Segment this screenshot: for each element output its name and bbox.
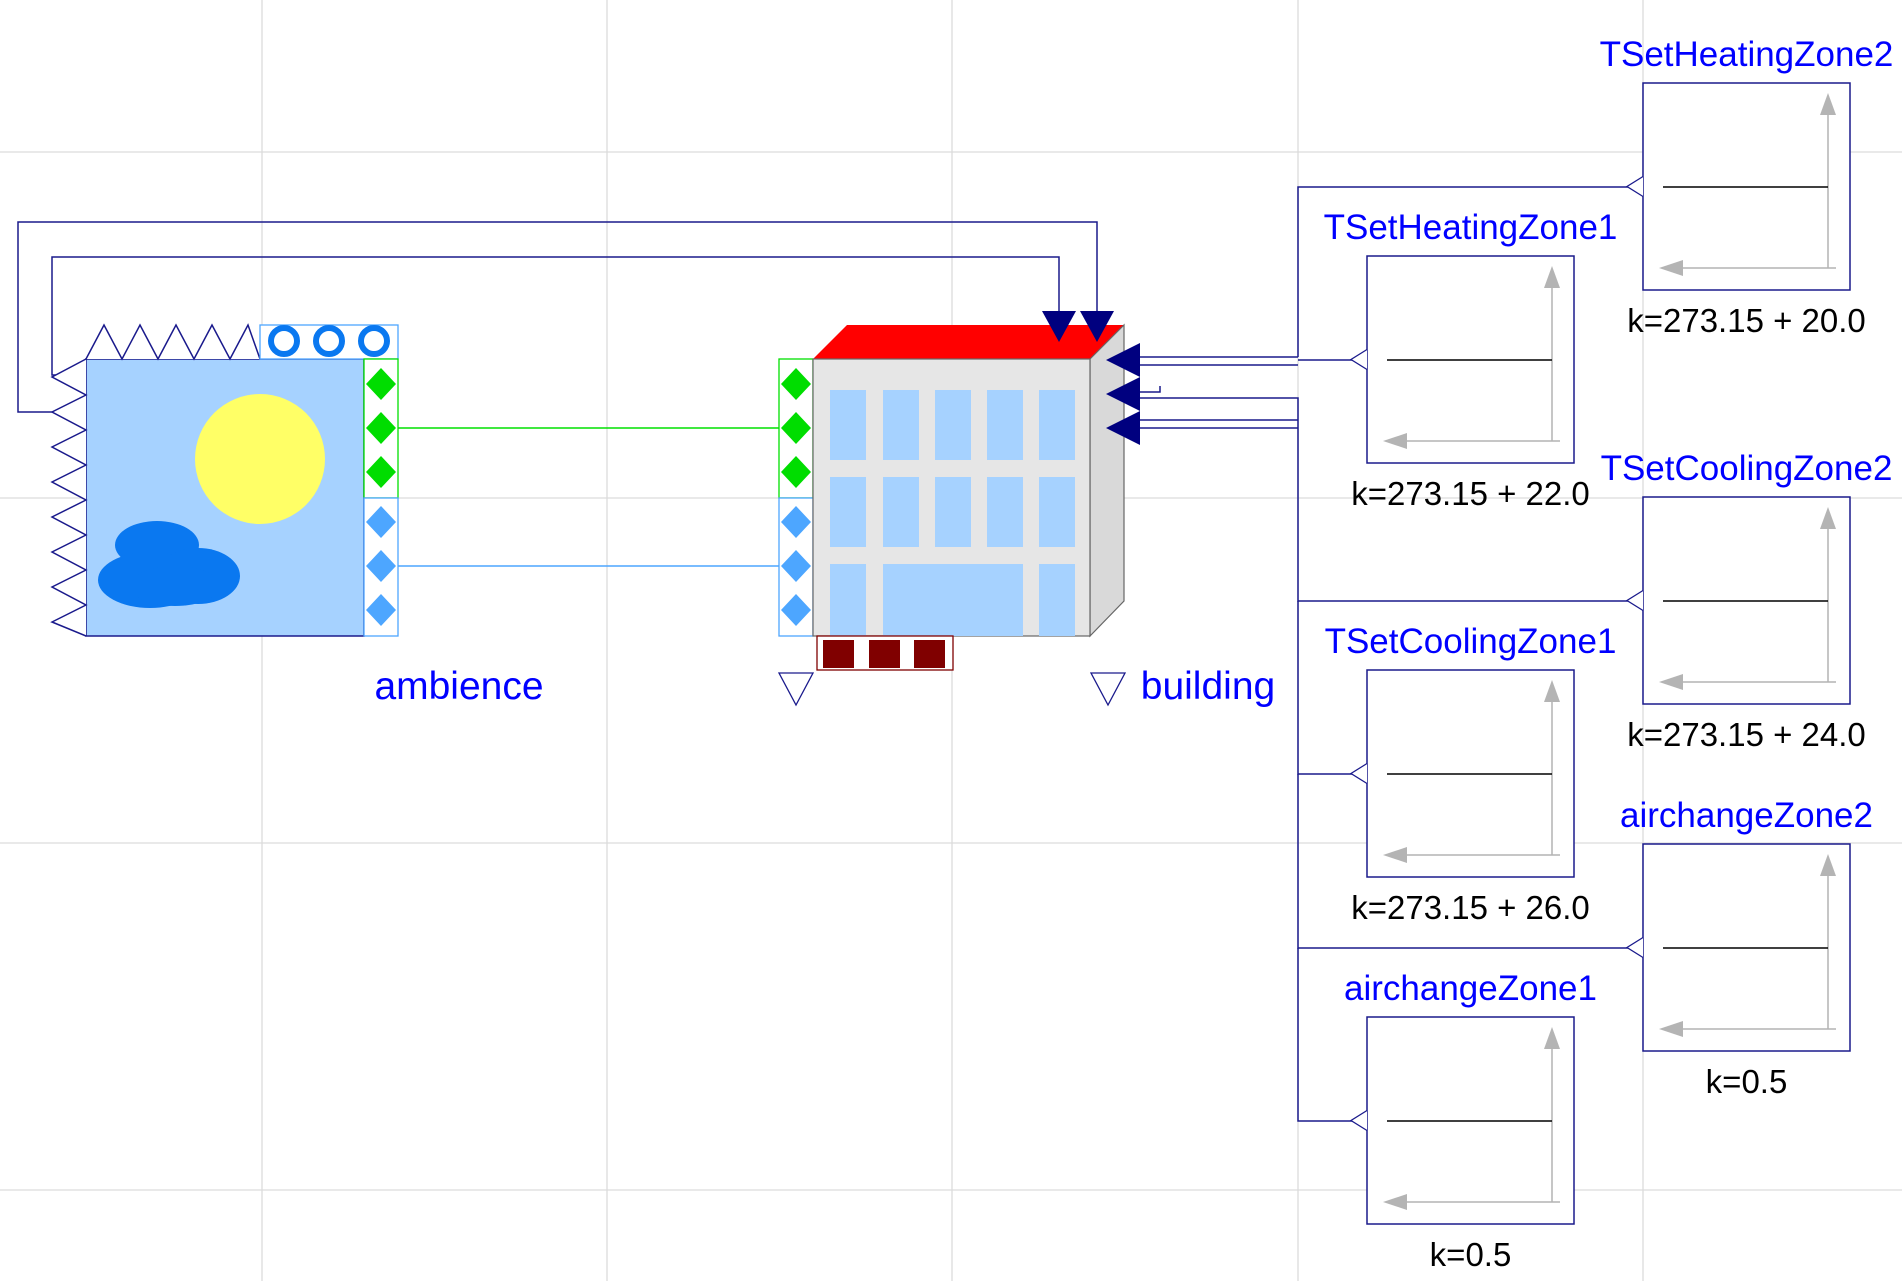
building-output-left[interactable] <box>777 672 815 707</box>
wire-bus-airchange1[interactable] <box>1297 948 1353 1122</box>
constant-param-label: k=0.5 <box>1706 1063 1788 1100</box>
axis-x-arrow-icon <box>1659 1021 1683 1037</box>
port-circle-1[interactable] <box>268 325 300 357</box>
axis-y-arrow-icon <box>1544 680 1560 702</box>
constant-output-arrow-icon[interactable] <box>1349 348 1368 371</box>
green-heat-port-icons[interactable] <box>366 368 396 488</box>
blue-heat-port-icons[interactable] <box>366 506 396 626</box>
ambience-top-inputs <box>85 323 261 361</box>
constant-name-label: airchangeZone1 <box>1344 969 1597 1008</box>
axis-y-arrow-icon <box>1820 93 1836 115</box>
axis-y-arrow-icon <box>1820 854 1836 876</box>
building-foundation-blocks[interactable] <box>823 640 945 668</box>
axis-y-arrow-icon <box>1820 507 1836 529</box>
port-circle-3[interactable] <box>358 325 390 357</box>
building-blue-ports[interactable] <box>781 506 811 626</box>
building-output-right[interactable] <box>1089 672 1127 707</box>
building-right-inputs[interactable] <box>1106 343 1140 445</box>
constant-param-label: k=273.15 + 22.0 <box>1351 475 1590 512</box>
wire-input-2b[interactable] <box>1140 397 1299 425</box>
constant-block-airchange-zone1[interactable]: airchangeZone1 k=0.5 <box>1344 969 1597 1273</box>
constant-output-arrow-icon[interactable] <box>1625 936 1644 959</box>
ambience-component[interactable]: ambience <box>50 323 544 708</box>
constant-name-label: TSetHeatingZone2 <box>1600 35 1894 74</box>
constant-output-arrow-icon[interactable] <box>1625 175 1644 198</box>
constant-param-label: k=273.15 + 24.0 <box>1627 716 1866 753</box>
constant-output-arrow-icon[interactable] <box>1625 589 1644 612</box>
axis-x-arrow-icon <box>1659 674 1683 690</box>
sun-icon <box>195 394 325 524</box>
constant-name-label: TSetCoolingZone2 <box>1601 449 1893 488</box>
axis-y-arrow-icon <box>1544 266 1560 288</box>
building-side <box>1089 323 1125 638</box>
constant-param-label: k=273.15 + 26.0 <box>1351 889 1590 926</box>
wire-input-2[interactable] <box>1140 386 1161 393</box>
constant-output-arrow-icon[interactable] <box>1349 1109 1368 1132</box>
constant-output-arrow-icon[interactable] <box>1349 762 1368 785</box>
building-green-ports[interactable] <box>781 368 811 488</box>
wire-ambience-building-outer[interactable] <box>17 221 1098 413</box>
cloud-icon <box>98 521 240 608</box>
constant-block-tset-cooling-zone2[interactable]: TSetCoolingZone2 k=273.15 + 24.0 <box>1601 449 1893 753</box>
axis-x-arrow-icon <box>1659 260 1683 276</box>
constant-block-airchange-zone2[interactable]: airchangeZone2 k=0.5 <box>1620 796 1873 1100</box>
constant-block-tset-cooling-zone1[interactable]: TSetCoolingZone1 k=273.15 + 26.0 <box>1325 622 1617 926</box>
building-label: building <box>1141 665 1275 708</box>
axis-x-arrow-icon <box>1383 1194 1407 1210</box>
constant-name-label: TSetHeatingZone1 <box>1324 208 1618 247</box>
constant-block-tset-heating-zone2[interactable]: TSetHeatingZone2 k=273.15 + 20.0 <box>1600 35 1894 339</box>
constant-param-label: k=273.15 + 20.0 <box>1627 302 1866 339</box>
constant-block-tset-heating-zone1[interactable]: TSetHeatingZone1 k=273.15 + 22.0 <box>1324 208 1618 512</box>
building-windows <box>830 390 1075 636</box>
axis-x-arrow-icon <box>1383 433 1407 449</box>
ambience-left-inputs <box>50 358 88 637</box>
building-top-inputs[interactable] <box>1042 311 1114 342</box>
ambience-label: ambience <box>374 665 543 708</box>
constant-name-label: airchangeZone2 <box>1620 796 1873 835</box>
port-circle-2[interactable] <box>313 325 345 357</box>
building-roof <box>813 325 1124 359</box>
constant-name-label: TSetCoolingZone1 <box>1325 622 1617 661</box>
constant-param-label: k=0.5 <box>1430 1236 1512 1273</box>
wire-bus-heating2[interactable] <box>1297 186 1628 357</box>
axis-x-arrow-icon <box>1383 847 1407 863</box>
axis-y-arrow-icon <box>1544 1027 1560 1049</box>
building-component[interactable]: building <box>777 311 1275 708</box>
